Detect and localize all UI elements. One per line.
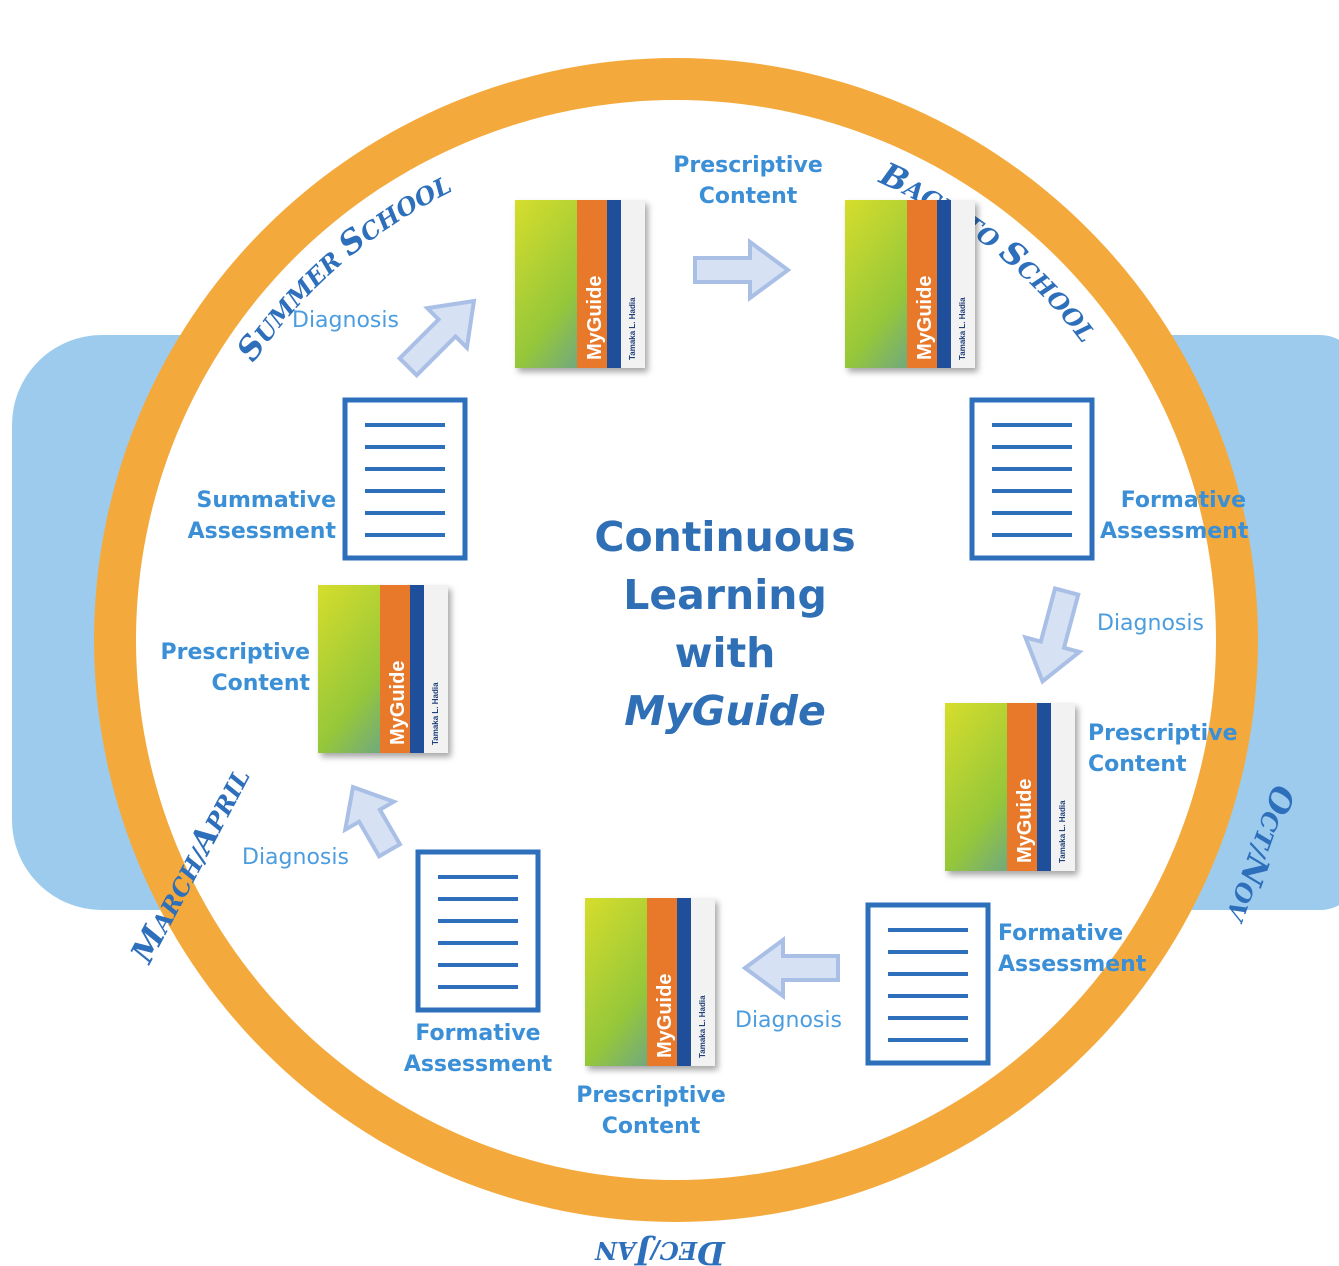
center-title-line-3: with xyxy=(674,629,776,677)
svg-text:Tamaka L. Hadia: Tamaka L. Hadia xyxy=(431,682,440,745)
document-formative-lower-left xyxy=(415,849,541,1013)
arrow-diagnosis-bottom xyxy=(741,936,840,1000)
document-formative-lower-right xyxy=(865,902,991,1066)
center-title-line-1: Continuous xyxy=(594,513,856,561)
arrow-top xyxy=(693,238,792,302)
label-diagnosis-upper-left: Diagnosis xyxy=(292,308,399,333)
myguide-book-cover-top-left: MyGuide Tamaka L. Hadia xyxy=(515,200,645,368)
svg-text:MyGuide: MyGuide xyxy=(387,661,409,745)
document-formative-right xyxy=(969,397,1095,561)
myguide-book-cover-left: MyGuide Tamaka L. Hadia xyxy=(318,585,448,753)
center-title-line-2: Learning xyxy=(623,571,827,619)
svg-text:MyGuide: MyGuide xyxy=(584,276,606,360)
label-prescriptive-content-left: Prescriptive Content xyxy=(160,640,311,696)
svg-text:DEC/JAN: DEC/JAN xyxy=(594,1234,726,1266)
myguide-book-cover-right: MyGuide Tamaka L. Hadia xyxy=(945,703,1075,871)
arrow-diagnosis-upper-left xyxy=(396,298,477,379)
center-title: Continuous Learning with MyGuide xyxy=(540,508,910,740)
label-summative-assessment-left: Summative Assessment xyxy=(187,488,336,544)
label-formative-assessment-lower-right: Formative Assessment xyxy=(998,921,1147,977)
label-diagnosis-bottom: Diagnosis xyxy=(735,1008,842,1033)
svg-text:MyGuide: MyGuide xyxy=(654,974,676,1058)
label-diagnosis-lower-left: Diagnosis xyxy=(242,845,349,870)
svg-text:MyGuide: MyGuide xyxy=(914,276,936,360)
arrow-diagnosis-right xyxy=(1022,585,1084,685)
svg-text:Tamaka L. Hadia: Tamaka L. Hadia xyxy=(698,995,707,1058)
label-diagnosis-right: Diagnosis xyxy=(1097,611,1204,636)
svg-text:MyGuide: MyGuide xyxy=(1014,779,1036,863)
myguide-book-cover-bottom: MyGuide Tamaka L. Hadia xyxy=(585,898,715,1066)
label-formative-assessment-right: Formative Assessment xyxy=(1100,488,1249,544)
label-prescriptive-content-top: Prescriptive Content xyxy=(673,153,823,209)
center-title-line-4: MyGuide xyxy=(624,687,826,735)
label-prescriptive-content-right: Prescriptive Content xyxy=(1088,721,1238,777)
svg-text:Tamaka L. Hadia: Tamaka L. Hadia xyxy=(628,297,637,360)
label-prescriptive-content-bottom: Prescriptive Content xyxy=(576,1083,726,1139)
label-formative-assessment-lower-left: Formative Assessment xyxy=(403,1021,553,1077)
myguide-book-cover-top-right: MyGuide Tamaka L. Hadia xyxy=(845,200,975,368)
arrow-diagnosis-lower-left xyxy=(342,784,403,860)
svg-text:Tamaka L. Hadia: Tamaka L. Hadia xyxy=(958,297,967,360)
document-summative-left xyxy=(342,397,468,561)
ring-label-dec-jan: DEC/JAN xyxy=(594,1234,726,1266)
svg-text:Tamaka L. Hadia: Tamaka L. Hadia xyxy=(1058,800,1067,863)
